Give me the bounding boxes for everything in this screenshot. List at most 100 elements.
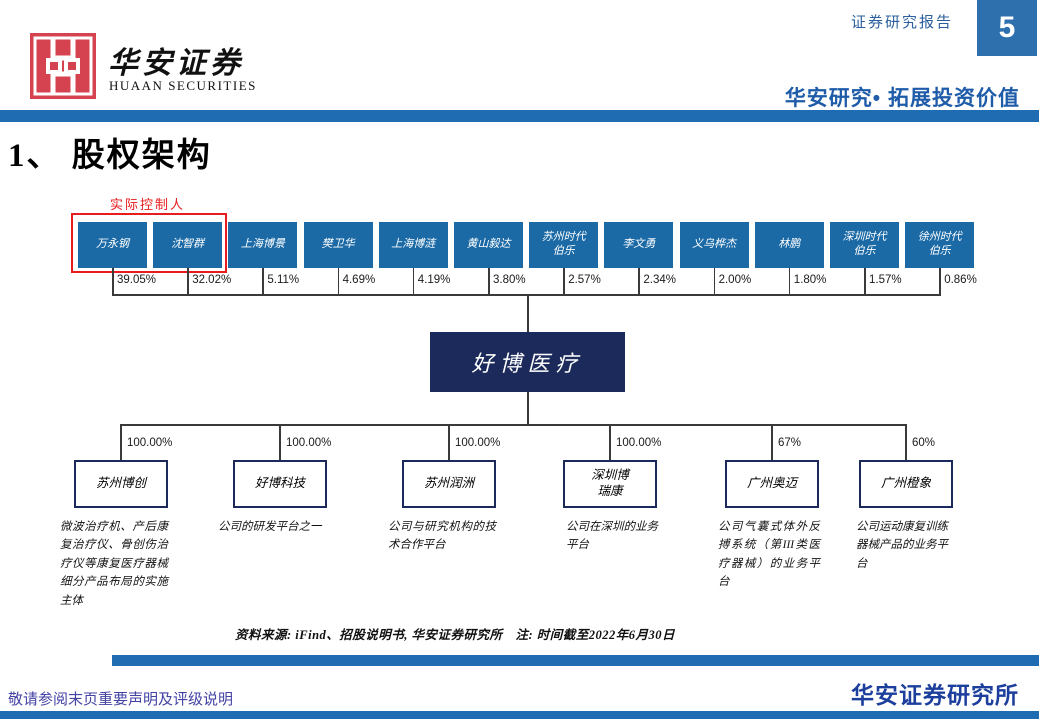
shareholding-percentage: 39.05% (117, 274, 157, 286)
shareholder-unit: 苏州时代 伯乐 2.57% (529, 222, 601, 322)
shareholder-box[interactable]: 上海博景 (228, 222, 298, 268)
shareholding-percentage: 5.11% (267, 274, 300, 286)
shareholder-unit: 万永钢 39.05% (78, 222, 156, 322)
subsidiary-description: 公司与研究机构的技术合作平台 (388, 521, 496, 552)
logo-company-name-en: HUAAN SECURITIES (109, 78, 257, 93)
subsidiary-box[interactable]: 苏州润洲 (402, 460, 496, 508)
connector-line (527, 392, 529, 424)
shareholding-percentage: 4.19% (417, 274, 451, 286)
shareholder-box[interactable]: 万永钢 (78, 222, 147, 268)
shareholder-unit: 上海博景 5.11% (228, 222, 300, 322)
connector-line (638, 268, 640, 296)
connector-line (412, 268, 415, 296)
shareholder-box[interactable]: 深圳时代 伯乐 (830, 222, 899, 268)
ownership-percentage: 100.00% (616, 437, 662, 449)
shareholder-box[interactable]: 樊卫华 (303, 222, 373, 268)
shareholder-name: 李文勇 (622, 238, 656, 251)
bottom-edge-bar (0, 711, 1039, 719)
logo-company-name: 华安证券 (108, 47, 244, 80)
actual-controller-highlight-frame (71, 213, 227, 273)
shareholder-name: 苏州时代 伯乐 (541, 231, 586, 257)
subsidiary-name: 好博科技 (254, 476, 305, 491)
connector-line (788, 268, 791, 296)
subsidiary-box[interactable]: 广州奥迈 (725, 460, 819, 508)
subsidiary-box[interactable]: 广州橙象 (859, 460, 953, 508)
shareholder-name: 上海博景 (240, 238, 285, 251)
shareholder-unit: 樊卫华 4.69% (303, 222, 376, 322)
shareholding-percentage: 2.34% (643, 274, 676, 286)
shareholder-name: 沈智群 (171, 238, 205, 251)
connector-line (527, 295, 529, 332)
shareholder-unit: 徐州时代 伯乐 0.86% (905, 222, 977, 322)
subsidiary-description: 公司在深圳的业务平台 (566, 521, 658, 552)
connector-line (187, 268, 189, 296)
shareholder-name: 徐州时代 伯乐 (917, 231, 962, 257)
shareholder-box[interactable]: 徐州时代 伯乐 (905, 222, 975, 268)
shareholder-box[interactable]: 李文勇 (604, 222, 674, 268)
shareholding-percentage: 1.80% (793, 274, 827, 286)
subsidiary-box[interactable]: 苏州博创 (74, 460, 168, 508)
ownership-percentage: 67% (778, 437, 802, 449)
footer-divider-bar (112, 655, 1039, 666)
shareholder-box[interactable]: 苏州时代 伯乐 (529, 222, 599, 268)
report-type-label: 证券研究报告 (850, 15, 953, 31)
ownership-percentage: 100.00% (127, 437, 173, 449)
shareholder-name: 樊卫华 (321, 238, 355, 251)
connector-line (939, 268, 941, 296)
subsidiary-name: 深圳博 瑞康 (591, 468, 629, 498)
company-box[interactable]: 好博医疗 (430, 332, 625, 392)
ownership-percentage: 100.00% (286, 437, 332, 449)
shareholding-percentage: 2.00% (718, 274, 752, 286)
subsidiary-description: 微波治疗机、产后康复治疗仪、骨创伤治疗仪等康复医疗器械细分产品布局的实施主体 (60, 521, 168, 607)
huaan-logo-seal-icon (30, 33, 96, 99)
footer-institute-name: 华安证券研究所 (851, 682, 1019, 708)
shareholder-unit: 李文勇 2.34% (604, 222, 676, 322)
shareholder-box[interactable]: 林鹏 (754, 222, 824, 268)
shareholder-unit: 深圳时代 伯乐 1.57% (830, 222, 902, 322)
connector-line (563, 268, 565, 296)
subsidiary-name: 广州奥迈 (746, 476, 797, 491)
research-slogan: 华安研究• 拓展投资价值 (784, 87, 1020, 110)
shareholder-unit: 义乌桦杰 2.00% (679, 222, 752, 322)
connector-line (713, 268, 716, 296)
shareholding-percentage: 0.86% (944, 274, 977, 286)
shareholder-name: 林鹏 (778, 238, 801, 251)
shareholder-box[interactable]: 义乌桦杰 (679, 222, 749, 268)
shareholder-unit: 沈智群 32.02% (153, 222, 231, 322)
page-number-badge: 5 (977, 0, 1037, 56)
shareholder-unit: 黄山毅达 3.80% (454, 222, 526, 322)
footer-disclaimer: 敬请参阅末页重要声明及评级说明 (8, 692, 234, 708)
connector-line (112, 268, 114, 296)
shareholding-percentage: 3.80% (493, 274, 526, 286)
connector-line (448, 424, 450, 460)
connector-line (905, 424, 907, 460)
shareholder-box[interactable]: 上海博涟 (378, 222, 448, 268)
connector-line (112, 294, 940, 296)
shareholder-name: 万永钢 (96, 238, 129, 251)
ownership-percentage: 60% (912, 437, 936, 449)
connector-line (120, 424, 122, 460)
shareholder-name: 黄山毅达 (466, 238, 511, 251)
connector-line (771, 424, 773, 460)
source-note: 资料来源: iFind、招股说明书, 华安证券研究所 注: 时间截至2022年6… (235, 628, 676, 642)
shareholder-name: 义乌桦杰 (692, 238, 737, 251)
shareholder-unit: 林鹏 1.80% (754, 222, 827, 322)
shareholder-name: 上海博涟 (391, 238, 436, 251)
shareholder-box[interactable]: 沈智群 (153, 222, 223, 268)
subsidiary-description: 公司运动康复训练器械产品的业务平台 (856, 521, 948, 570)
shareholder-unit: 上海博涟 4.19% (378, 222, 451, 322)
ownership-percentage: 100.00% (455, 437, 501, 449)
subsidiary-box[interactable]: 深圳博 瑞康 (563, 460, 657, 508)
shareholding-percentage: 2.57% (568, 274, 601, 286)
connector-line (488, 268, 490, 296)
shareholder-box[interactable]: 黄山毅达 (454, 222, 523, 268)
connector-line (279, 424, 281, 460)
subsidiary-box[interactable]: 好博科技 (233, 460, 327, 508)
subsidiary-description: 公司气囊式体外反搏系统（第III类医疗器械）的业务平台 (718, 521, 820, 589)
connector-line (337, 268, 340, 296)
connector-line (262, 268, 264, 296)
subsidiary-name: 苏州润洲 (423, 476, 474, 491)
shareholding-percentage: 1.57% (869, 274, 902, 286)
shareholding-percentage: 4.69% (342, 274, 376, 286)
